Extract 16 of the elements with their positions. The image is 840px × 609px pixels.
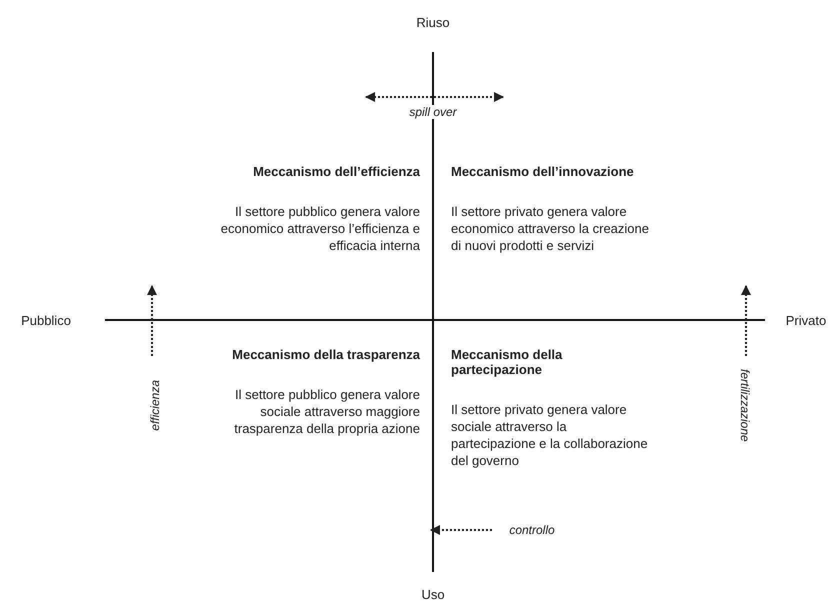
quadrant-heading: Meccanismo della trasparenza <box>231 347 420 362</box>
quadrant-heading: Meccanismo dell’innovazione <box>451 164 635 179</box>
arrow-label: efficienza <box>148 380 162 430</box>
axis-label: Riuso <box>416 14 450 30</box>
quadrant-description: Il settore pubblico genera valore sociale attraverso maggiore trasparenza della propria azione <box>233 386 420 437</box>
quadrant-description: Il settore pubblico genera valore economico attraverso l’efficienza e efficacia interna <box>220 203 420 254</box>
arrow-label: spill over <box>407 105 459 119</box>
quadrant-description: Il settore privato genera valore economico attraverso la creazione di nuovi prodotti e servizi <box>451 203 650 254</box>
quadrant-heading: Meccanismo dell’efficienza <box>252 164 420 179</box>
axis-label: Privato <box>786 312 826 328</box>
axis-label: Uso <box>421 586 445 602</box>
quadrant-heading: Meccanismo della partecipazione <box>451 347 564 377</box>
arrow-label: controllo <box>507 523 557 537</box>
axis-label: Pubblico <box>21 312 71 328</box>
quadrant-description: Il settore privato genera valore sociale attraverso la partecipazione e la collaborazione del governo <box>451 401 649 469</box>
arrow-label: fertilizzazione <box>738 368 752 442</box>
